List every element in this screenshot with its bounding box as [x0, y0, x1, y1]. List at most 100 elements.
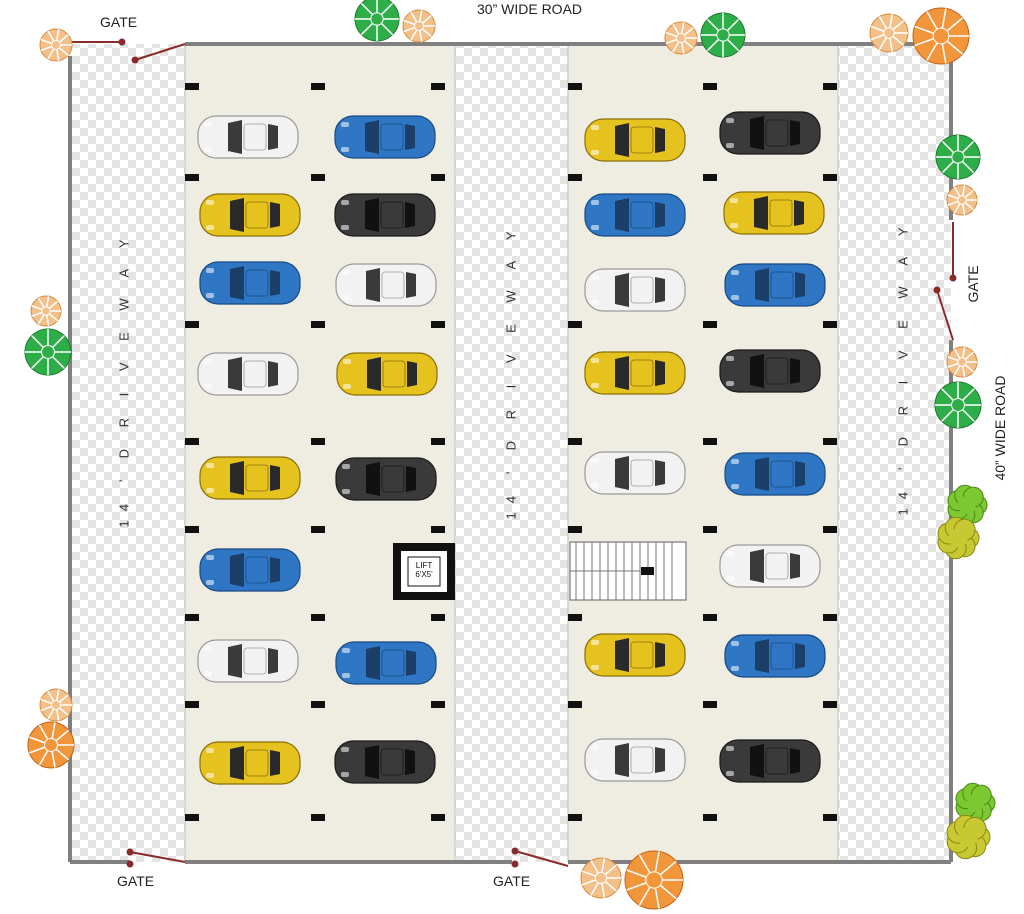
- column-marker: [703, 526, 717, 533]
- tree-green-icon: [24, 328, 72, 376]
- car-blue: [335, 641, 437, 685]
- gate-label-top-left: GATE: [100, 14, 138, 30]
- gate-top-left: [72, 38, 186, 64]
- column-marker: [185, 701, 199, 708]
- column-marker: [568, 321, 582, 328]
- column-marker: [311, 438, 325, 445]
- car-black: [719, 111, 821, 155]
- tree-peach-icon: [402, 9, 436, 43]
- column-marker: [185, 438, 199, 445]
- tree-peach-icon: [39, 688, 73, 722]
- column-marker: [823, 174, 837, 181]
- car-white: [584, 451, 686, 495]
- car-blue: [199, 548, 301, 592]
- car-black: [334, 193, 436, 237]
- driveway-label-left: 14 ’ D R I V E W A Y: [116, 230, 132, 528]
- car-blue: [724, 452, 826, 496]
- right-road-label: 40” WIDE ROAD: [992, 375, 1008, 481]
- car-black: [719, 349, 821, 393]
- column-marker: [185, 526, 199, 533]
- column-marker: [823, 614, 837, 621]
- column-marker: [703, 814, 717, 821]
- driveway-middle: [455, 44, 568, 862]
- shrub-yellow-icon: [937, 516, 980, 560]
- column-marker: [185, 614, 199, 621]
- car-yellow: [199, 193, 301, 237]
- column-marker: [431, 701, 445, 708]
- lift-label-line2: 6'X5': [415, 570, 433, 579]
- car-white: [197, 352, 299, 396]
- tree-green-icon: [700, 12, 746, 58]
- column-marker: [703, 438, 717, 445]
- car-yellow: [584, 351, 686, 395]
- car-blue: [334, 115, 436, 159]
- tree-orange-icon: [27, 721, 75, 769]
- column-marker: [568, 701, 582, 708]
- car-yellow: [336, 352, 438, 396]
- cars: [197, 111, 826, 785]
- car-white: [335, 263, 437, 307]
- column-marker: [185, 174, 199, 181]
- column-marker: [431, 526, 445, 533]
- shrub-green-icon: [947, 484, 988, 526]
- column-marker: [431, 438, 445, 445]
- column-marker: [311, 526, 325, 533]
- car-yellow: [723, 191, 825, 235]
- car-yellow: [199, 741, 301, 785]
- trees: [24, 0, 996, 910]
- lift-label-line1: LIFT: [415, 561, 433, 570]
- car-blue: [584, 193, 686, 237]
- column-marker: [823, 701, 837, 708]
- tree-orange-icon: [912, 7, 970, 65]
- column-marker: [311, 814, 325, 821]
- shrub-yellow-icon: [946, 814, 991, 860]
- column-marker: [568, 526, 582, 533]
- car-yellow: [199, 456, 301, 500]
- tree-peach-icon: [30, 295, 62, 327]
- driveway-left: [72, 44, 185, 862]
- car-white: [197, 639, 299, 683]
- columns: [185, 83, 837, 821]
- car-black: [334, 740, 436, 784]
- column-marker: [703, 701, 717, 708]
- car-blue: [199, 261, 301, 305]
- gate-label-right: GATE: [965, 265, 981, 303]
- tree-green-icon: [935, 134, 981, 180]
- column-marker: [823, 321, 837, 328]
- tree-orange-icon: [624, 850, 684, 910]
- gate-bottom-left: [126, 848, 186, 868]
- column-marker: [311, 83, 325, 90]
- driveway-label-right: 14 ’ D R I V E W A Y: [895, 218, 911, 516]
- column-marker: [185, 814, 199, 821]
- tree-peach-icon: [946, 346, 978, 378]
- car-yellow: [584, 633, 686, 677]
- column-marker: [311, 174, 325, 181]
- column-marker: [185, 321, 199, 328]
- column-marker: [823, 438, 837, 445]
- tree-peach-icon: [946, 184, 978, 216]
- column-marker: [431, 174, 445, 181]
- column-marker: [703, 614, 717, 621]
- tree-peach-icon: [664, 21, 698, 55]
- lift-label: LIFT 6'X5': [408, 561, 440, 579]
- tree-green-icon: [934, 381, 982, 429]
- column-marker: [703, 321, 717, 328]
- tree-peach-icon: [39, 28, 73, 62]
- car-black: [719, 739, 821, 783]
- column-marker: [431, 614, 445, 621]
- column-marker: [823, 526, 837, 533]
- column-marker: [311, 321, 325, 328]
- car-white: [584, 268, 686, 312]
- car-white: [719, 544, 821, 588]
- column-marker: [703, 83, 717, 90]
- column-marker: [311, 701, 325, 708]
- column-marker: [431, 814, 445, 821]
- car-white: [197, 115, 299, 159]
- column-marker: [311, 614, 325, 621]
- column-marker: [568, 438, 582, 445]
- column-marker: [568, 174, 582, 181]
- column-marker: [823, 814, 837, 821]
- driveway-label-middle: 14 ’ D R I V E W A Y: [503, 222, 519, 520]
